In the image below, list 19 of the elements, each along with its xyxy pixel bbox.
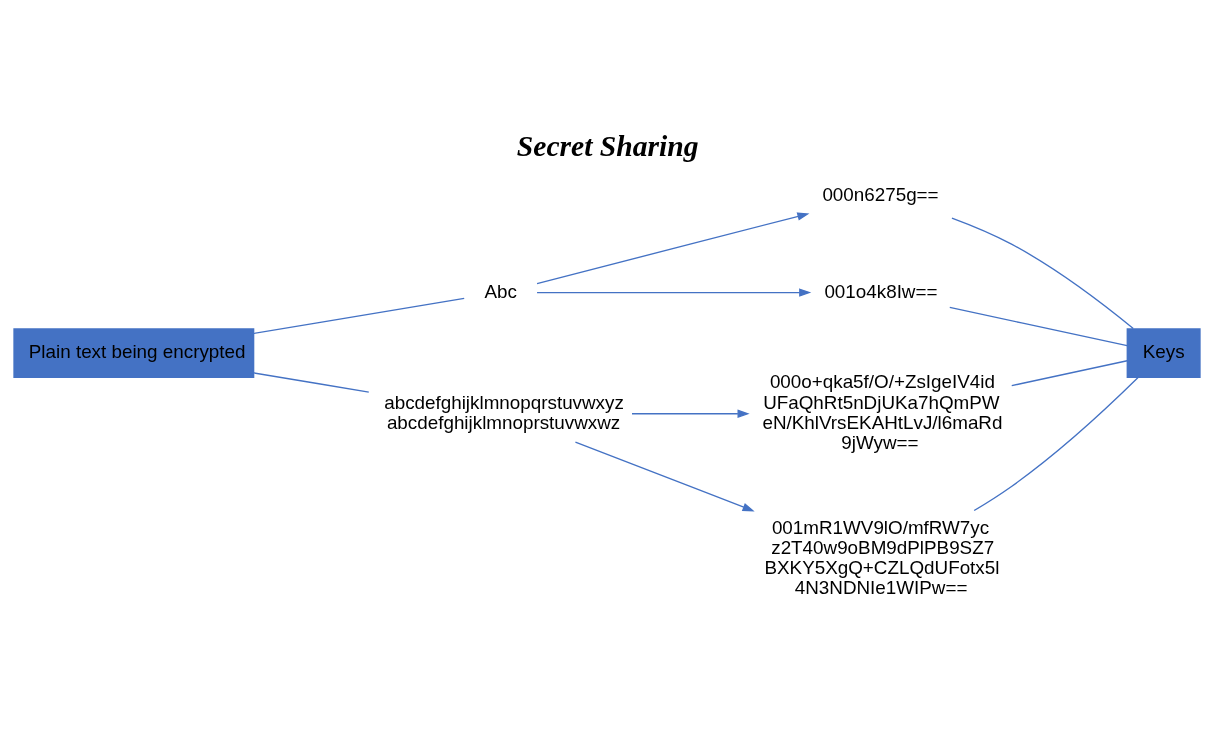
arrow — [536, 287, 812, 297]
node-box: Plain text being encrypted — [13, 327, 255, 378]
arrow — [536, 211, 810, 284]
node-text: 001o4k8Iw== — [824, 280, 938, 302]
node-text: 001mR1WV9lO/mfRW7yc z2T40w9oBM9dPlPB9SZ7 BXKY5XgQ+CZLQdUFotx5l 4N3NDNIe1WIPw== — [764, 516, 1000, 598]
arrow — [574, 440, 755, 511]
connector — [973, 376, 1139, 511]
node-text: 000n6275g== — [822, 183, 939, 205]
node-text: abcdefghijklmnopqrstuvwxyz abcdefghijklmnoprstuvwxwz — [384, 391, 624, 433]
connector — [951, 216, 1134, 329]
connector — [1011, 359, 1128, 386]
diagram-title: Secret Sharing — [516, 129, 699, 162]
arrow — [631, 409, 750, 418]
node-box: Keys — [1126, 327, 1201, 378]
connector — [253, 371, 370, 393]
connector — [949, 306, 1128, 346]
connector — [253, 297, 465, 334]
node-text: 000o+qka5f/O/+ZsIgeIV4id UFaQhRt5nDjUKa7hQmPW eN/KhlVrsEKAHtLvJ/l6maRd 9jWyw== — [762, 370, 1003, 453]
node-text: Abc — [484, 280, 517, 302]
